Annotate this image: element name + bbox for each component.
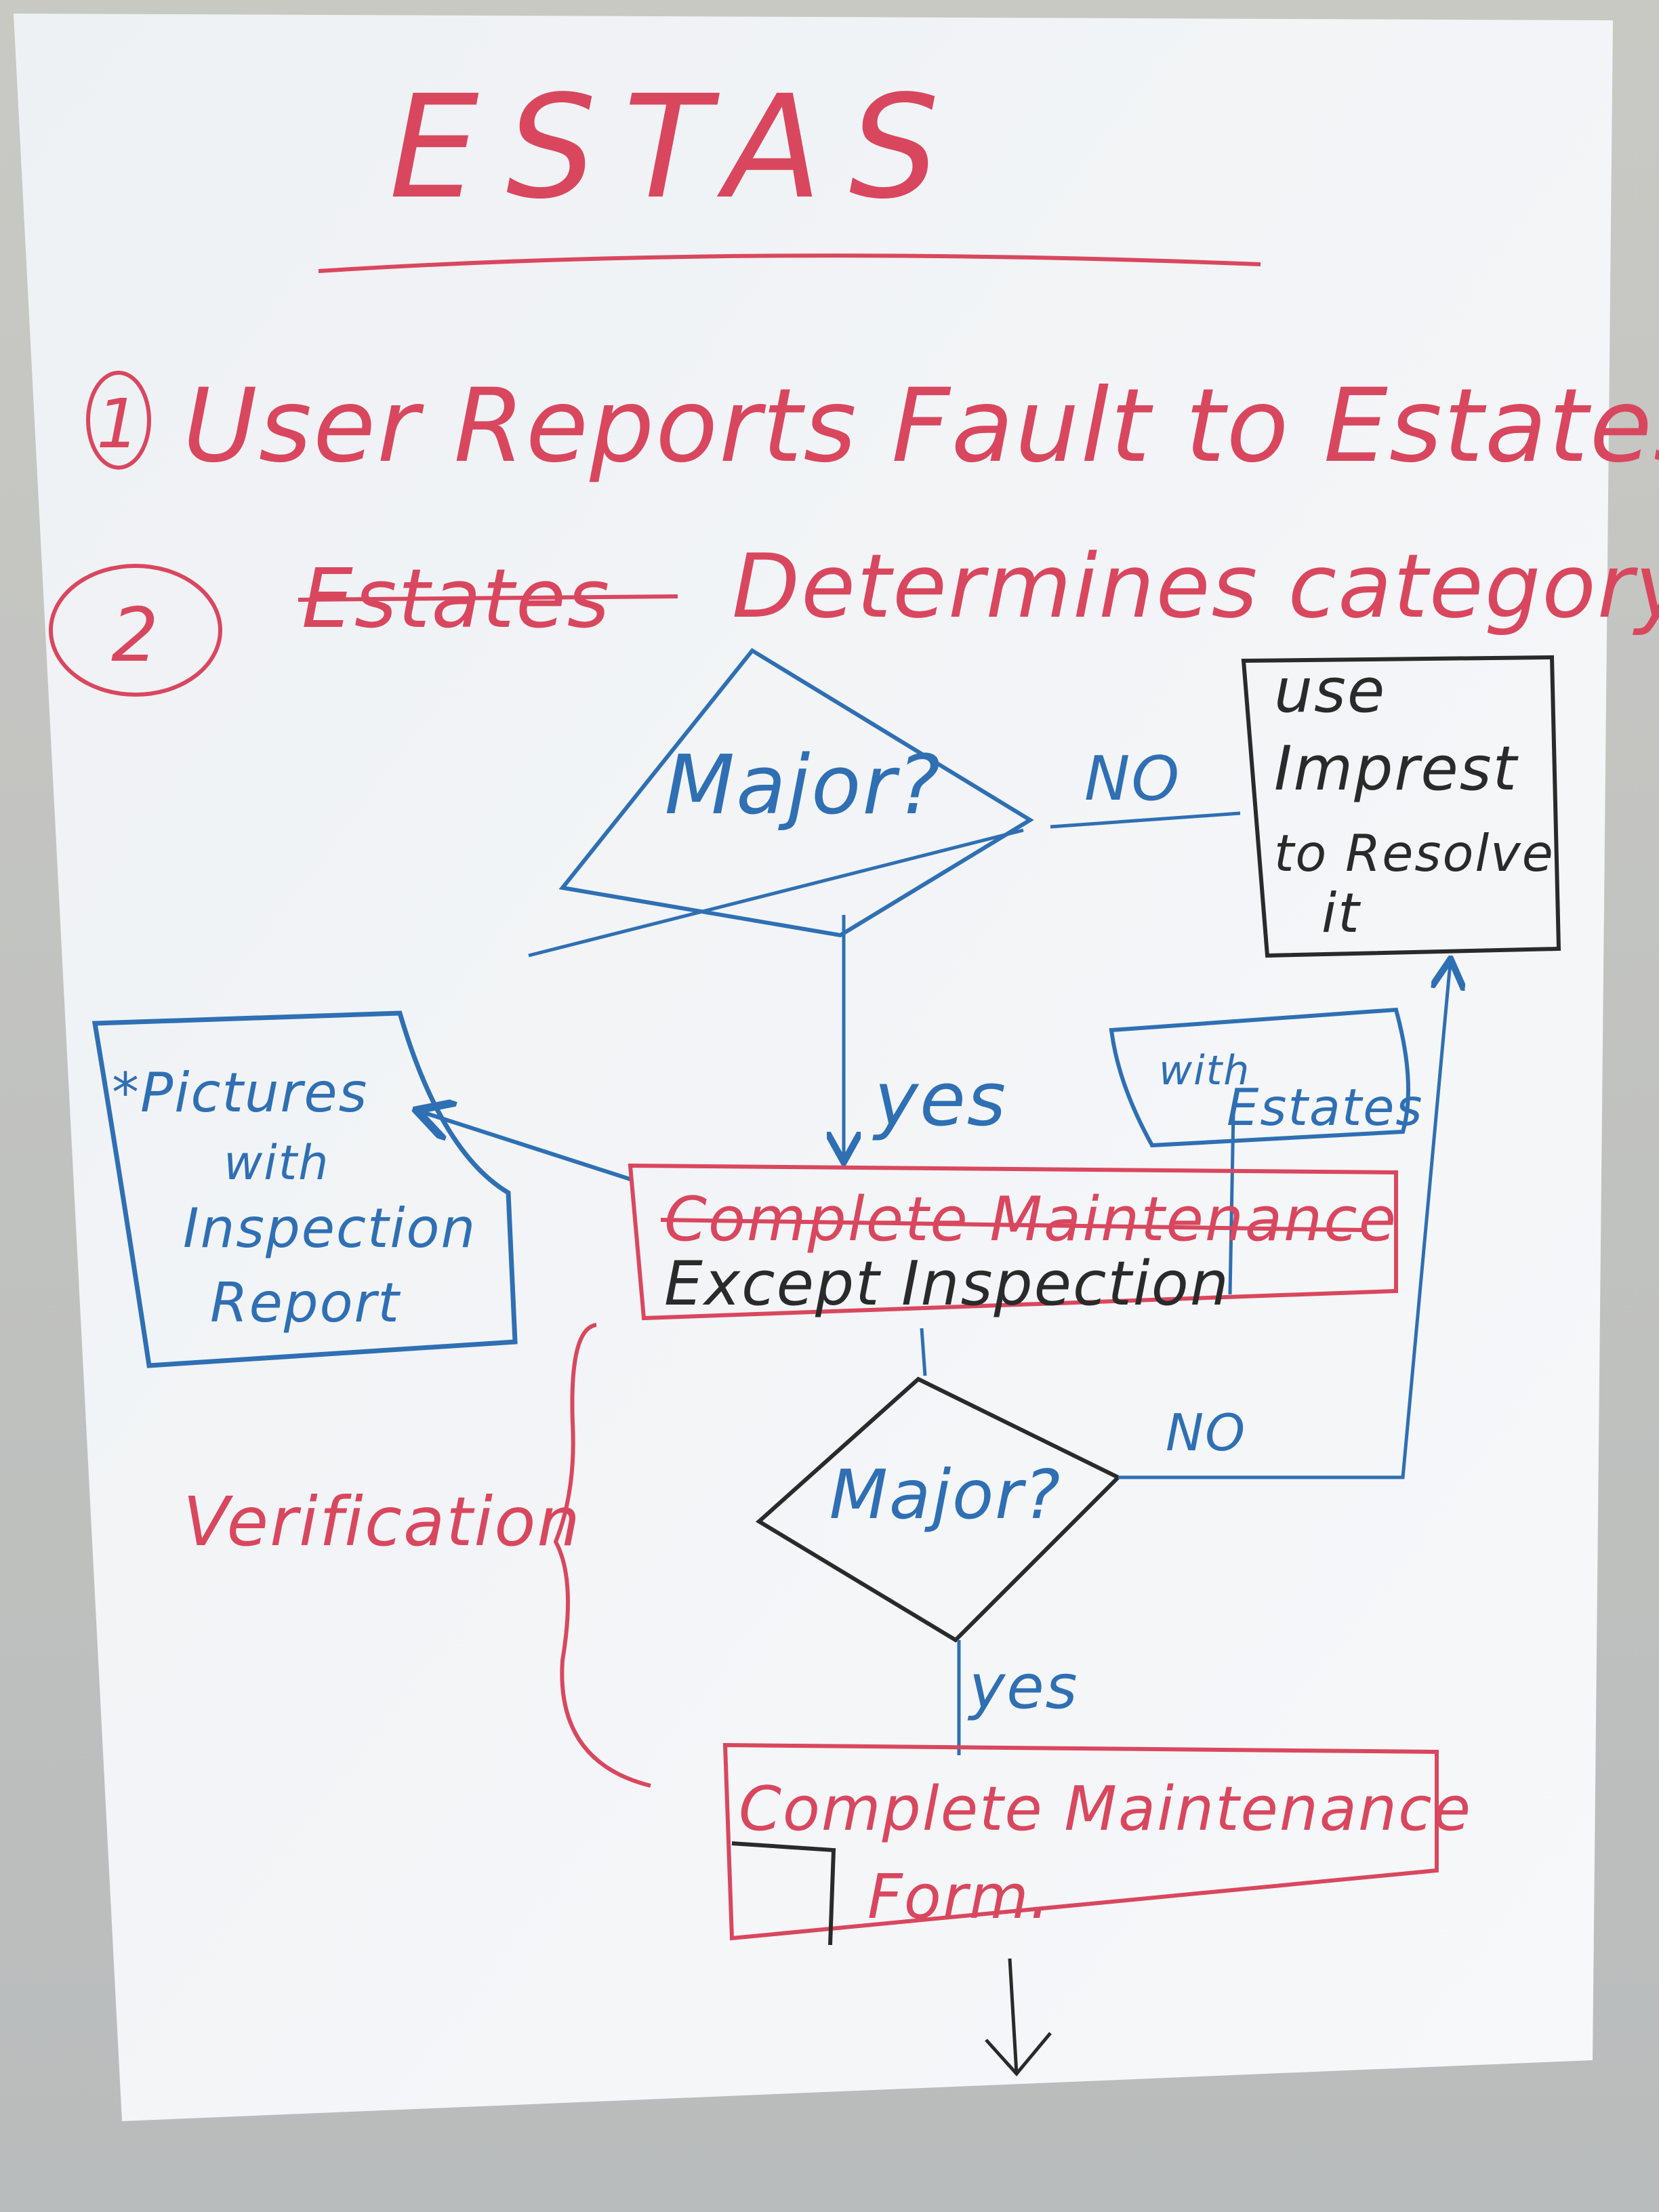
maintenance-box-1-struck: Complete Maintenance xyxy=(664,1184,1397,1255)
imprest-line-4: it xyxy=(1322,882,1361,945)
paper-sheet xyxy=(14,14,1613,2121)
decision-1-no-label: NO xyxy=(1084,743,1181,815)
decision-2-input-line xyxy=(920,1328,927,1376)
imprest-line-3: to Resolve xyxy=(1274,823,1555,883)
decision-2-label: Major? xyxy=(830,1455,1062,1534)
maintenance-box-2-outline xyxy=(722,1742,1439,1941)
maintenance-box-1: Complete Maintenance Except Inspection xyxy=(628,1163,1398,1321)
step-1: 1 User Reports Fault to Estates xyxy=(86,367,1659,485)
step-1-number: 1 xyxy=(96,384,141,464)
decision-2-no-line xyxy=(1118,962,1450,1479)
maintenance-box-1-outline xyxy=(628,1163,1398,1321)
with-estates-connector xyxy=(1228,1111,1235,1295)
with-estates-outline xyxy=(1109,1007,1410,1148)
step-2-number-visible: 2 xyxy=(111,592,160,678)
maintenance-box-2: Complete Maintenance Form. xyxy=(722,1742,1472,2076)
pictures-line-4: Report xyxy=(210,1271,401,1334)
with-estates-line-1: with xyxy=(1159,1047,1250,1094)
decision-2-diamond xyxy=(755,1376,1122,1643)
with-estates-line-2: Estates xyxy=(1227,1078,1423,1137)
decision-1-label: Major? xyxy=(665,739,942,833)
decision-2: Major? NO yes xyxy=(755,962,1450,1755)
step-2-text: Determines category xyxy=(732,535,1659,638)
pictures-box-outline xyxy=(91,1010,518,1368)
maintenance-box-2-line-2: Form. xyxy=(867,1862,1050,1933)
step-1-text: User Reports Fault to Estates xyxy=(183,367,1659,485)
decision-1-diamond xyxy=(558,648,1034,938)
imprest-line-1: use xyxy=(1274,655,1386,726)
pictures-line-3: Inspection xyxy=(183,1197,476,1260)
imprest-box-outline xyxy=(1241,655,1561,958)
decision-1-extra-stroke xyxy=(528,828,1024,958)
maintenance-box-2-line-1: Complete Maintenance xyxy=(739,1774,1472,1845)
pictures-line-2: with xyxy=(224,1135,330,1191)
checkbox-square xyxy=(731,1841,836,1946)
step-1-circle xyxy=(86,371,151,470)
flow-down-arrowhead xyxy=(985,2032,1052,2076)
verification-bracket xyxy=(553,1323,651,1788)
verification-group: Verification xyxy=(183,1323,651,1788)
decision-1-yes-label: yes xyxy=(872,1056,1007,1143)
maintenance-box-1-strike xyxy=(660,1218,1363,1232)
decision-1-no-line xyxy=(1050,811,1241,829)
decision-2-no-label: NO xyxy=(1166,1403,1246,1462)
flow-down-arrow xyxy=(1008,1958,1019,2074)
with-estates-note: with Estates xyxy=(1109,1007,1423,1295)
decision-1: Major? NO yes xyxy=(528,648,1241,1159)
step-2: 1 2 Estates Determines category xyxy=(49,535,1659,697)
title-underline xyxy=(318,253,1261,273)
pictures-box: *Pictures with Inspection Report xyxy=(91,1010,631,1368)
step-2-strike-line xyxy=(298,594,678,602)
pictures-arrow xyxy=(420,1111,631,1181)
verification-label: Verification xyxy=(183,1482,581,1561)
imprest-line-2: Imprest xyxy=(1274,733,1519,804)
maintenance-box-1-text: Except Inspection xyxy=(664,1248,1230,1319)
imprest-box: use Imprest to Resolve it xyxy=(1241,655,1561,958)
pictures-line-1: *Pictures xyxy=(112,1061,368,1124)
title: ESTAS xyxy=(389,64,966,230)
decision-2-yes-label: yes xyxy=(967,1652,1079,1723)
step-2-circle xyxy=(49,564,222,697)
